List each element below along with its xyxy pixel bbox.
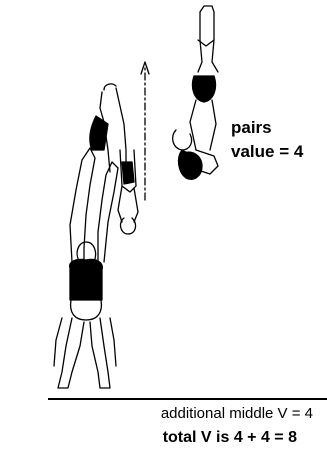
direction-arrow	[140, 61, 150, 201]
caption-divider	[48, 398, 327, 400]
total-value-caption: total V is 4 + 4 = 8	[162, 429, 297, 446]
top-figure	[171, 5, 219, 180]
pairs-label-line1: pairs	[231, 118, 272, 137]
pairs-value-label: pairs value = 4	[231, 116, 303, 164]
pairs-label-line2: value = 4	[231, 142, 304, 161]
base-figure	[53, 147, 119, 389]
middle-figure	[89, 83, 139, 235]
additional-middle-caption: additional middle V = 4	[160, 405, 313, 422]
